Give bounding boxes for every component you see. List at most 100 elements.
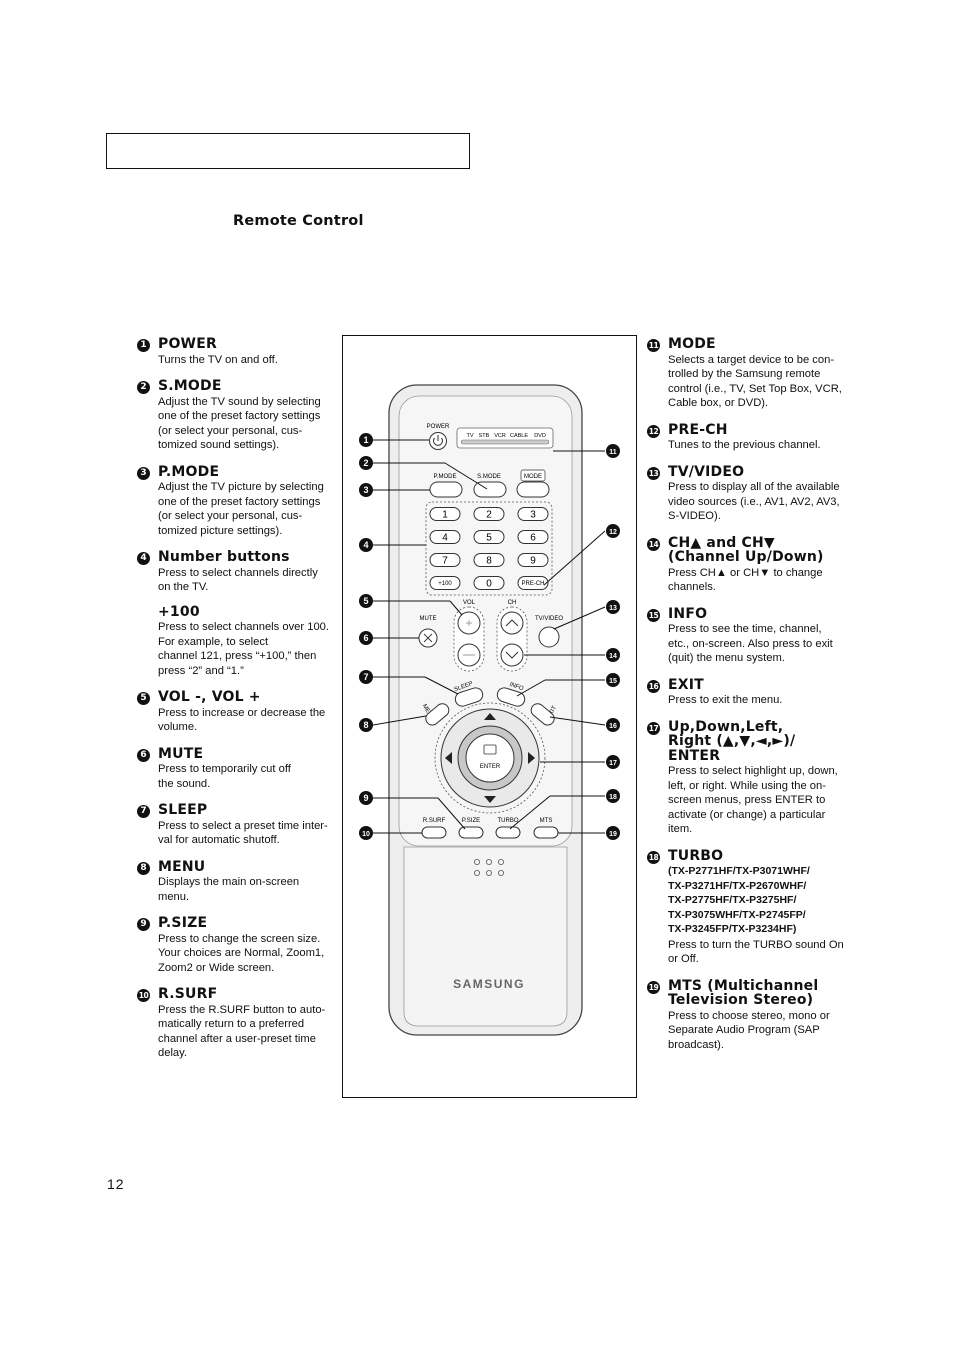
item-title: S.MODE	[158, 378, 222, 394]
digit-button-3	[517, 507, 549, 521]
digit-label: 5	[486, 533, 492, 544]
digit-label: PRE-CH	[521, 581, 544, 587]
callout-number-badge: 12	[647, 424, 660, 438]
tvvideo-button	[538, 626, 560, 648]
item-description: Press to select highlight up, down, left…	[668, 765, 838, 835]
enter-button	[465, 733, 515, 783]
item-title: PRE-CH	[668, 421, 728, 438]
remote-callout-badge-1	[359, 433, 373, 447]
callout-number-badge: 15	[647, 608, 660, 622]
digit-label: 3	[530, 510, 536, 521]
remote-callout-badge-18	[606, 789, 620, 803]
remote-callout-number: 9	[363, 793, 368, 803]
remote-callout-number: 13	[609, 605, 617, 612]
digit-label: +100	[438, 581, 452, 587]
speaker-holes	[473, 859, 504, 877]
mode-label-tv: TV	[466, 433, 473, 439]
mode-label: MODE	[524, 474, 542, 480]
mode-button	[516, 481, 550, 498]
digit-button-8	[473, 553, 505, 567]
info-label: INFO	[509, 682, 525, 693]
turbo-label: TURBO	[498, 818, 519, 824]
item-description: Press the R.SURF button to auto- matical…	[158, 1003, 326, 1060]
mts-button	[533, 826, 559, 839]
pmode-button	[429, 481, 463, 498]
callout-number-badge: 4	[137, 552, 150, 565]
remote-callout-badge-16	[606, 718, 620, 732]
item-title: SLEEP	[158, 802, 208, 818]
item-title: TURBO	[668, 847, 724, 864]
remote-callout-badge-11	[606, 444, 620, 458]
remote-callout-number: 17	[609, 760, 617, 767]
item-description: Press to exit the menu.	[668, 694, 783, 706]
remote-callout-number: 3	[363, 485, 368, 495]
callout-number-badge: 17	[647, 721, 660, 735]
item-title: VOL -, VOL +	[158, 689, 261, 705]
info-button	[496, 687, 526, 707]
remote-callout-badge-7	[359, 670, 373, 684]
remote-callout-badge-13	[606, 600, 620, 614]
digit-button-100	[429, 576, 461, 590]
item-title: Up,Down,Left, Right (▲,▼,◄,►)/ ENTER	[668, 718, 796, 764]
item-description: Press to change the screen size. Your ch…	[158, 932, 325, 974]
item-title: P.SIZE	[158, 915, 208, 931]
remote-callout-number: 5	[363, 596, 368, 606]
callout-number-badge: 9	[137, 918, 150, 931]
digit-button-4	[429, 530, 461, 544]
tvvideo-label: TV/VIDEO	[535, 616, 563, 622]
enter-icon	[483, 744, 497, 755]
vol-label: VOL	[463, 600, 476, 606]
power-icon	[433, 435, 443, 446]
item-subdescription: Press to select channels over 100. For e…	[158, 621, 330, 677]
remote-callout-badge-19	[606, 826, 620, 840]
mute-icon	[423, 633, 433, 643]
ch-up-button	[500, 611, 524, 635]
digit-button-1	[429, 507, 461, 521]
remote-callout-number: 8	[363, 720, 368, 730]
digit-button-7	[429, 553, 461, 567]
psize-label: P.SIZE	[462, 818, 480, 824]
digit-button-9	[517, 553, 549, 567]
remote-callout-badge-4	[359, 538, 373, 552]
remote-callout-badge-2	[359, 456, 373, 470]
mode-label-dvd: DVD	[534, 433, 546, 439]
callout-number-badge: 2	[137, 381, 150, 394]
digit-label: 1	[442, 510, 448, 521]
item-title: INFO	[668, 605, 708, 622]
page-number: 12	[107, 1176, 125, 1192]
mode-indicator-strip	[460, 439, 550, 445]
item-title: CH▲ and CH▼ (Channel Up/Down)	[668, 534, 824, 565]
callout-number-badge: 16	[647, 679, 660, 693]
item-description: Press to temporarily cut off the sound.	[158, 763, 291, 790]
digit-button-6	[517, 530, 549, 544]
ch-up-icon	[505, 619, 519, 627]
remote-callout-number: 16	[609, 723, 617, 730]
ch-down-button	[500, 643, 524, 667]
remote-callout-badge-9	[359, 791, 373, 805]
remote-callout-number: 10	[362, 831, 370, 838]
item-title: MODE	[668, 336, 716, 352]
smode-label: S.MODE	[477, 474, 501, 480]
callout-number-badge: 13	[647, 466, 660, 480]
mts-label: MTS	[540, 818, 553, 824]
item-title: EXIT	[668, 676, 704, 693]
remote-callout-number: 12	[609, 529, 617, 536]
item-title: POWER	[158, 336, 217, 352]
callout-number-badge: 18	[647, 850, 660, 864]
item-subtitle: +100	[158, 603, 200, 620]
item-title: P.MODE	[158, 463, 220, 480]
rsurf-label: R.SURF	[423, 818, 446, 824]
item-models: (TX-P2771HF/TX-P3071WHF/ TX-P3271HF/TX-P…	[668, 865, 810, 935]
section-title: Remote Control	[233, 213, 364, 229]
number-pad-area	[425, 501, 553, 596]
